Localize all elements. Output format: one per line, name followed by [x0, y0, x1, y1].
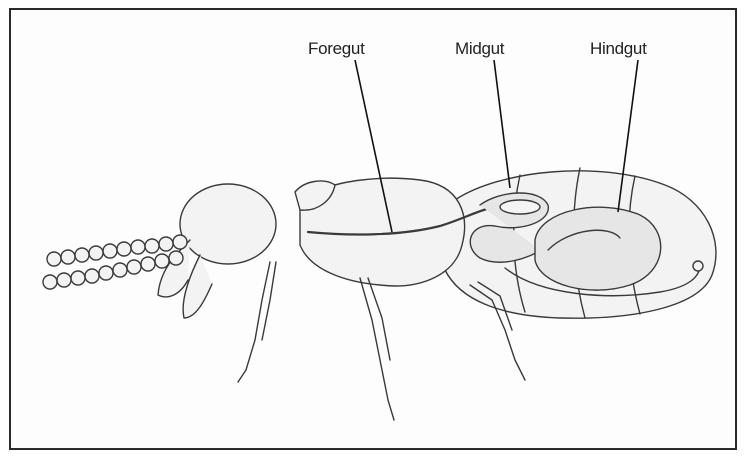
leg-front [238, 262, 276, 382]
leg-middle [360, 278, 394, 420]
head [180, 184, 276, 264]
midgut-inner [500, 200, 540, 214]
anus [693, 261, 703, 271]
midgut-leader-line [494, 60, 510, 188]
foregut-label: Foregut [308, 39, 365, 58]
midgut-label: Midgut [455, 39, 505, 58]
hindgut-label: Hindgut [590, 39, 647, 58]
hindgut-paunch [535, 207, 661, 290]
